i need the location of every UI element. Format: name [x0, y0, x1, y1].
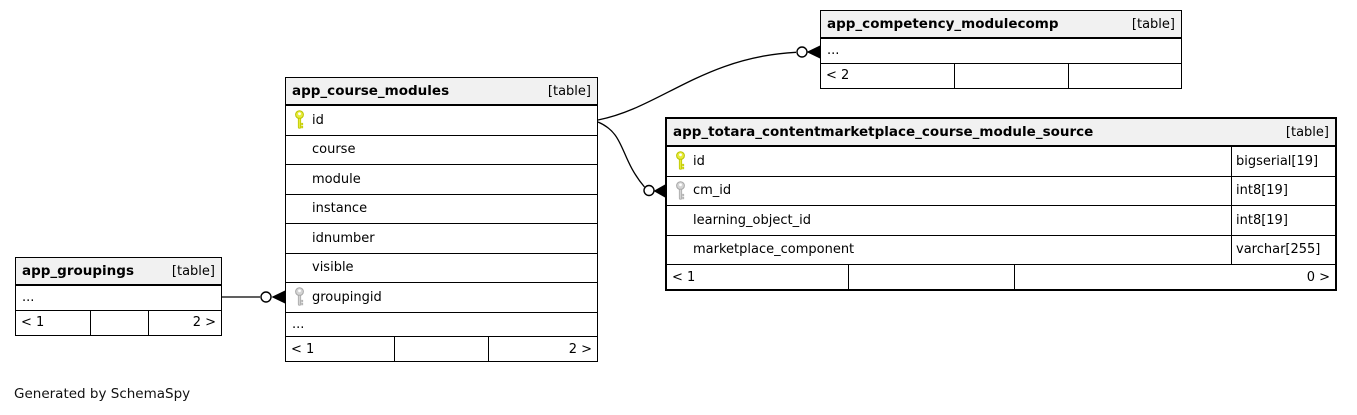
table-header: app_course_modules [table] [286, 78, 597, 106]
table-name[interactable]: app_groupings [22, 263, 134, 279]
column-name: cm_id [693, 183, 732, 199]
incoming-relations-count: < 2 [826, 68, 850, 83]
outgoing-relations-count [1067, 63, 1182, 88]
table-name[interactable]: app_course_modules [292, 83, 450, 99]
hidden-columns-row: ... [16, 286, 221, 311]
table-type-tag: [table] [1131, 16, 1175, 32]
incoming-relations-count: < 1 [672, 269, 696, 285]
key-icon-slot [286, 110, 312, 130]
connector-coursemodules-source [597, 121, 665, 198]
primary-key-icon [675, 151, 685, 170]
column-row[interactable]: groupingid [286, 283, 597, 313]
column-row[interactable]: id bigserial[19] [667, 147, 1335, 177]
table-header: app_groupings [table] [16, 258, 221, 286]
column-row[interactable]: marketplace_component varchar[255] [667, 235, 1335, 265]
connector-coursemodules-competency [597, 45, 820, 121]
column-datatype: varchar[255] [1231, 235, 1335, 264]
generator-credit: Generated by SchemaSpy [14, 386, 191, 402]
column-name: visible [312, 260, 354, 276]
column-row[interactable]: instance [286, 195, 597, 224]
table-header: app_competency_modulecomp [table] [821, 11, 1181, 39]
footer-spacer-cell [89, 310, 148, 335]
table-type-tag: [table] [547, 83, 591, 99]
column-row[interactable]: course [286, 136, 597, 165]
table-app-totara-contentmarketplace-course-module-source[interactable]: app_totara_contentmarketplace_course_mod… [665, 117, 1337, 291]
incoming-relations-count: < 1 [21, 315, 45, 330]
primary-key-icon [294, 110, 304, 129]
footer-spacer-cell [954, 63, 1068, 88]
connector-groupings-coursemodules [222, 290, 285, 304]
footer-spacer-cell [847, 265, 1014, 289]
column-name: idnumber [312, 230, 375, 246]
column-row[interactable]: idnumber [286, 224, 597, 254]
column-row[interactable]: cm_id int8[19] [667, 176, 1335, 206]
column-name: id [312, 112, 324, 128]
column-name: module [312, 171, 361, 187]
hidden-columns-row: ... [286, 313, 597, 337]
column-datatype: bigserial[19] [1231, 147, 1335, 176]
table-type-tag: [table] [1285, 124, 1329, 140]
key-icon-slot [667, 180, 693, 201]
table-name[interactable]: app_totara_contentmarketplace_course_mod… [673, 124, 1094, 140]
table-name[interactable]: app_competency_modulecomp [827, 16, 1059, 32]
hidden-columns-row: ... [821, 39, 1181, 64]
relationship-count-footer: < 1 0 > [667, 265, 1335, 289]
column-name: instance [312, 201, 368, 217]
column-name: id [693, 153, 705, 169]
table-app-competency-modulecomp[interactable]: app_competency_modulecomp [table]... < 2 [820, 10, 1182, 89]
incoming-relations-count: < 1 [291, 341, 315, 357]
outgoing-relations-count: 0 > [1013, 265, 1335, 289]
foreign-key-icon [675, 180, 685, 200]
relationship-count-footer: < 1 2 > [16, 310, 221, 335]
foreign-key-icon [294, 287, 304, 306]
table-type-tag: [table] [171, 263, 215, 279]
key-icon-slot [286, 287, 312, 307]
column-name: course [312, 142, 356, 158]
column-row[interactable]: visible [286, 254, 597, 283]
outgoing-relations-count: 2 > [487, 337, 597, 361]
column-datatype: int8[19] [1231, 176, 1335, 205]
key-icon-slot [667, 151, 693, 171]
column-row[interactable]: id [286, 106, 597, 136]
column-row[interactable]: learning_object_id int8[19] [667, 206, 1335, 236]
column-row[interactable]: module [286, 165, 597, 195]
column-datatype: int8[19] [1231, 206, 1335, 235]
footer-spacer-cell [394, 337, 487, 361]
column-name: learning_object_id [693, 212, 811, 228]
ellipsis-label: ... [22, 290, 35, 306]
table-app-groupings[interactable]: app_groupings [table]... < 1 2 > [15, 257, 222, 336]
relationship-count-footer: < 2 [821, 63, 1182, 88]
outgoing-relations-count: 2 > [148, 310, 221, 335]
column-name: groupingid [312, 289, 382, 305]
ellipsis-label: ... [827, 43, 840, 59]
relationship-count-footer: < 1 2 > [286, 337, 597, 361]
table-header: app_totara_contentmarketplace_course_mod… [667, 119, 1335, 147]
table-app-course-modules[interactable]: app_course_modules [table] id course module i… [285, 77, 598, 362]
ellipsis-label: ... [292, 316, 305, 332]
column-name: marketplace_component [693, 242, 855, 258]
